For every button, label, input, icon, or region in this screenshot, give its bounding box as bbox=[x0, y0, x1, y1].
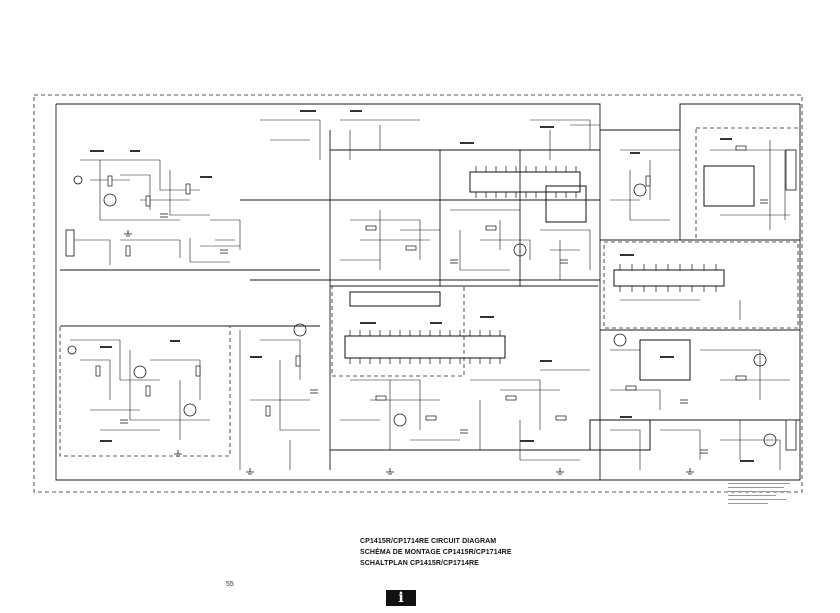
integrated-circuits bbox=[344, 165, 755, 451]
connectors bbox=[65, 149, 797, 451]
sheet-border bbox=[33, 94, 803, 493]
transistors bbox=[67, 175, 777, 447]
diagram-title-block: CP1415R/CP1714RE CIRCUIT DIAGRAM SCHÉMA … bbox=[360, 536, 620, 569]
notes-block bbox=[728, 483, 794, 511]
ic-pins bbox=[349, 166, 717, 364]
info-icon: i bbox=[386, 590, 416, 606]
capacitors bbox=[120, 199, 768, 454]
component-labels bbox=[90, 110, 754, 462]
main-rails bbox=[55, 103, 801, 481]
title-french: SCHÉMA DE MONTAGE CP1415R/CP1714RE bbox=[360, 549, 512, 556]
resistors bbox=[95, 145, 747, 421]
page-number: 55 bbox=[226, 581, 234, 588]
title-german: SCHALTPLAN CP1415R/CP1714RE bbox=[360, 560, 479, 567]
title-english: CP1415R/CP1714RE CIRCUIT DIAGRAM bbox=[360, 538, 497, 545]
sub-board-outlines bbox=[59, 127, 801, 457]
wiring-clusters bbox=[70, 119, 790, 470]
ground-symbols bbox=[124, 230, 694, 475]
